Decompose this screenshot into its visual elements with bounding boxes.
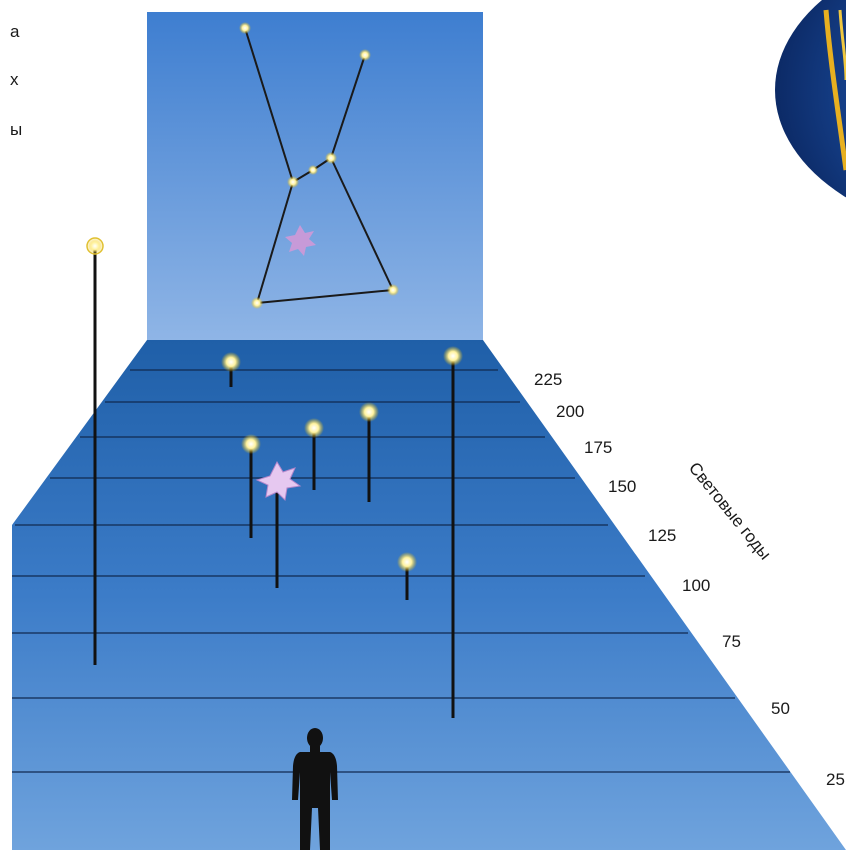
depth-floor [12, 340, 846, 850]
distance-label-100: 100 [682, 576, 710, 595]
sky-star [387, 284, 399, 296]
sky-star [287, 176, 299, 188]
floor-star [443, 346, 463, 366]
axis-title: Световые годы [685, 459, 775, 564]
distance-label-150: 150 [608, 477, 636, 496]
distance-label-75: 75 [722, 632, 741, 651]
sky-star [251, 297, 263, 309]
sky-panel [147, 12, 483, 340]
floor-star [359, 402, 379, 422]
floor-star [397, 552, 417, 572]
floor-star [304, 418, 324, 438]
distance-label-25: 25 [826, 770, 845, 789]
sky-star [239, 22, 251, 34]
sky-star [308, 165, 318, 175]
distance-label-175: 175 [584, 438, 612, 457]
distance-label-225: 225 [534, 370, 562, 389]
distance-label-200: 200 [556, 402, 584, 421]
floor-star [87, 238, 103, 254]
distance-label-125: 125 [648, 526, 676, 545]
sky-star [359, 49, 371, 61]
floor-star [221, 352, 241, 372]
floor-star [241, 434, 261, 454]
distance-label-50: 50 [771, 699, 790, 718]
planet-edge [775, 0, 846, 240]
sky-star [325, 152, 337, 164]
